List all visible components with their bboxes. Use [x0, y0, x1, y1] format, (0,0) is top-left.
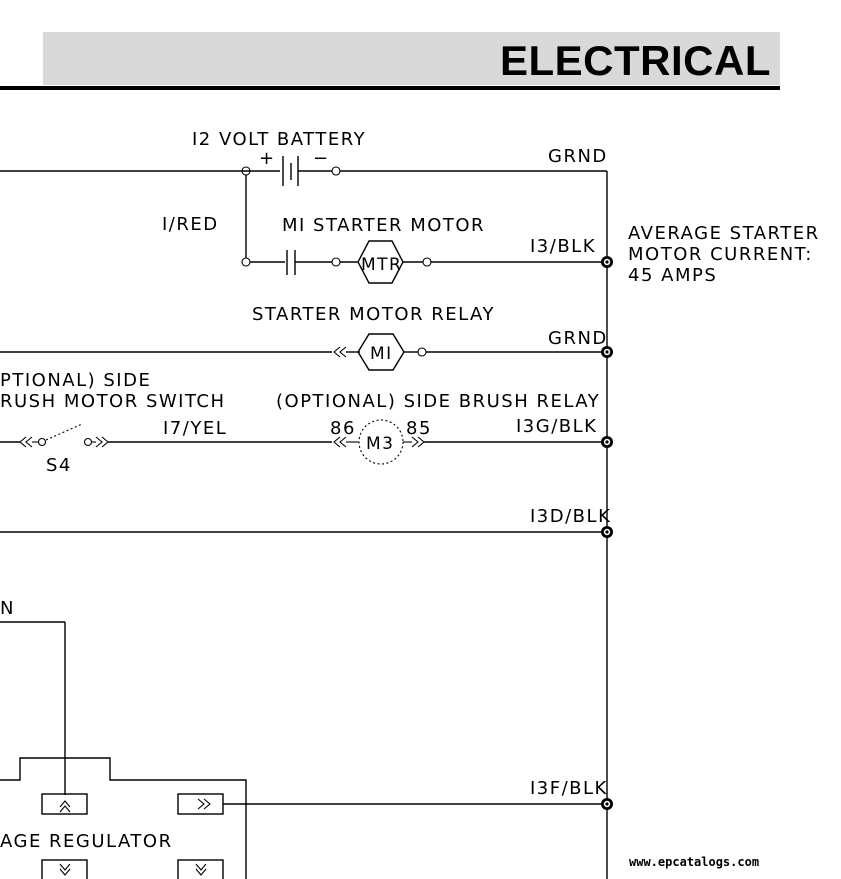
switch-arrow-right [95, 436, 109, 448]
starter-motor-label: MI STARTER MOTOR [282, 215, 485, 236]
battery-node-right [331, 166, 341, 176]
switch-arrow-left [19, 436, 33, 448]
s4-label: S4 [46, 455, 72, 476]
regulator-terminal-out-arrow [197, 798, 211, 810]
mi-symbol-label: MI [370, 344, 393, 364]
opt-side-label-2: RUSH MOTOR SWITCH [0, 391, 226, 412]
page-title: ELECTRICAL [500, 37, 771, 84]
regulator-terminal-bl [41, 859, 88, 879]
pin85-label: 85 [406, 418, 432, 439]
grnd-relay-label: GRND [548, 328, 608, 349]
opt-side-label-1: PTIONAL) SIDE [0, 370, 151, 391]
m3-symbol-label: M3 [366, 434, 394, 454]
regulator-terminal-br-arrow [195, 863, 207, 876]
n-label: N [0, 598, 15, 619]
red-wire-label: I/RED [162, 214, 219, 235]
switch-blade [45, 423, 83, 441]
regulator-terminal-n [41, 793, 88, 815]
regulator-terminal-n-arrow [59, 800, 71, 813]
starter-node-mid [331, 257, 341, 267]
blk13f-label: I3F/BLK [530, 778, 608, 799]
mtr-symbol [357, 240, 404, 284]
relay-node-right [417, 347, 427, 357]
avg-current-line1: AVERAGE STARTER [628, 223, 820, 244]
ground-terminal-relay [601, 346, 613, 358]
m3-arrow-left [333, 436, 347, 448]
header-bar [43, 32, 780, 85]
mi-symbol [357, 333, 405, 371]
regulator-terminal-out [177, 793, 224, 815]
ground-terminal-13g [601, 436, 613, 448]
avg-current-line3: 45 AMPS [628, 265, 717, 286]
blk13d-label: I3D/BLK [530, 506, 611, 527]
pin86-label: 86 [330, 418, 356, 439]
ground-terminal-13d [601, 526, 613, 538]
blk13-label: I3/BLK [530, 236, 596, 257]
yel17-label: I7/YEL [163, 418, 227, 439]
switch-contact-right [83, 437, 93, 447]
grnd-top-label: GRND [548, 146, 608, 167]
regulator-outline [0, 757, 247, 879]
regulator-label: AGE REGULATOR [0, 831, 173, 852]
ground-terminal-13f [601, 798, 613, 810]
mtr-symbol-label: MTR [361, 255, 402, 275]
regulator-terminal-bl-arrow [59, 863, 71, 876]
header-rule [0, 86, 780, 90]
switch-contact-left [37, 437, 47, 447]
relay-arrow-left [333, 346, 347, 358]
regulator-terminal-br [177, 859, 224, 879]
battery-plus-label: + [259, 148, 276, 169]
ground-terminal-13 [601, 256, 613, 268]
avg-current-line2: MOTOR CURRENT: [628, 244, 813, 265]
starter-node-right [422, 257, 432, 267]
relay-title: STARTER MOTOR RELAY [252, 304, 495, 325]
watermark: www.epcatalogs.com [629, 855, 760, 869]
battery-minus-label: − [313, 148, 330, 169]
side-relay-label: (OPTIONAL) SIDE BRUSH RELAY [276, 391, 600, 412]
starter-node-left [241, 257, 251, 267]
blk13g-label: I3G/BLK [516, 416, 597, 437]
battery-label: I2 VOLT BATTERY [192, 129, 366, 150]
